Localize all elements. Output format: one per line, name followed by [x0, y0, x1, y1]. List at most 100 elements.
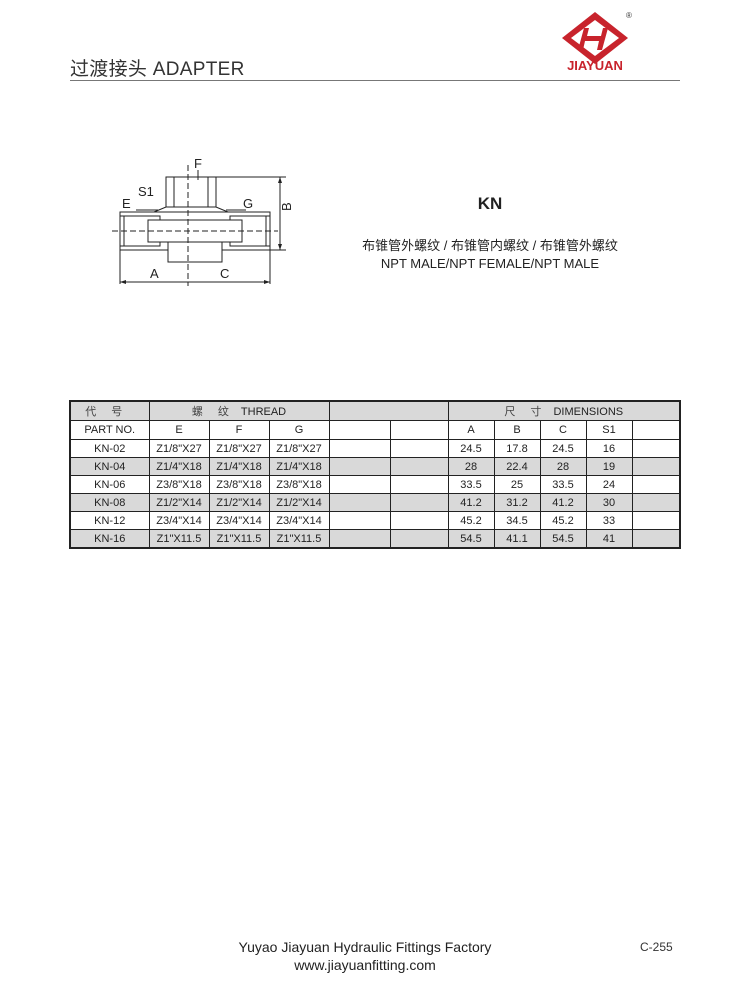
cell-blank [328, 529, 391, 549]
cell-blank [631, 439, 682, 458]
cell-g: Z1/2"X14 [268, 493, 330, 512]
cell-e: Z1/4"X18 [148, 457, 210, 476]
table-row: KN-12 Z3/4"X14 Z3/4"X14 Z3/4"X14 45.2 34… [69, 511, 682, 530]
cell-a: 33.5 [447, 475, 495, 494]
cell-b: 31.2 [493, 493, 541, 512]
page-title: 过渡接头 ADAPTER [70, 59, 245, 80]
cell-c: 41.2 [539, 493, 587, 512]
jiayuan-logo: ® [562, 11, 632, 64]
label-g: G [243, 196, 253, 211]
cell-e: Z1/8"X27 [148, 439, 210, 458]
label-s1: S1 [138, 184, 154, 199]
cell-e: Z1/2"X14 [148, 493, 210, 512]
cell-a: 45.2 [447, 511, 495, 530]
col-b: B [493, 420, 541, 440]
cell-a: 54.5 [447, 529, 495, 549]
cell-s1: 19 [585, 457, 633, 476]
header-code: 代 号 [69, 400, 150, 421]
footer-company: Yuyao Jiayuan Hydraulic Fittings Factory [238, 939, 492, 955]
cell-g: Z1/4"X18 [268, 457, 330, 476]
cell-f: Z3/4"X14 [208, 511, 270, 530]
table-row: KN-16 Z1"X11.5 Z1"X11.5 Z1"X11.5 54.5 41… [69, 529, 682, 549]
cell-e: Z3/8"X18 [148, 475, 210, 494]
cell-s1: 33 [585, 511, 633, 530]
cell-f: Z3/8"X18 [208, 475, 270, 494]
cell-s1: 16 [585, 439, 633, 458]
table-row: KN-06 Z3/8"X18 Z3/8"X18 Z3/8"X18 33.5 25… [69, 475, 682, 494]
cell-part: KN-08 [69, 493, 150, 512]
cell-c: 24.5 [539, 439, 587, 458]
cell-blank [631, 475, 682, 494]
cell-blank [389, 493, 449, 512]
registered-mark: ® [626, 11, 632, 20]
col-blank-3 [631, 420, 682, 440]
col-blank-2 [389, 420, 449, 440]
cell-blank [328, 475, 391, 494]
cell-blank [389, 511, 449, 530]
footer-website[interactable]: www.jiayuanfitting.com [294, 957, 436, 973]
cell-s1: 41 [585, 529, 633, 549]
label-b: B [279, 202, 294, 211]
table-column-header-row: PART NO. E F G A B C S1 [69, 420, 682, 440]
cell-blank [389, 475, 449, 494]
header-divider [70, 80, 680, 81]
label-f: F [194, 156, 202, 171]
table-row: KN-08 Z1/2"X14 Z1/2"X14 Z1/2"X14 41.2 31… [69, 493, 682, 512]
cell-part: KN-12 [69, 511, 150, 530]
cell-blank [328, 457, 391, 476]
cell-b: 34.5 [493, 511, 541, 530]
cell-b: 25 [493, 475, 541, 494]
cell-blank [631, 511, 682, 530]
product-description-cn: 布锥管外螺纹 / 布锥管内螺纹 / 布锥管外螺纹 [362, 238, 618, 253]
label-a: A [150, 266, 159, 281]
cell-a: 41.2 [447, 493, 495, 512]
cell-c: 45.2 [539, 511, 587, 530]
product-code: KN [477, 194, 503, 213]
label-c: C [220, 266, 229, 281]
cell-part: KN-06 [69, 475, 150, 494]
col-e: E [148, 420, 210, 440]
col-c: C [539, 420, 587, 440]
cell-a: 24.5 [447, 439, 495, 458]
cell-f: Z1/4"X18 [208, 457, 270, 476]
cell-f: Z1/8"X27 [208, 439, 270, 458]
table-row: KN-04 Z1/4"X18 Z1/4"X18 Z1/4"X18 28 22.4… [69, 457, 682, 476]
cell-g: Z1"X11.5 [268, 529, 330, 549]
cell-c: 28 [539, 457, 587, 476]
cell-part: KN-02 [69, 439, 150, 458]
cell-b: 41.1 [493, 529, 541, 549]
page-number: C-255 [640, 940, 673, 954]
cell-blank [389, 457, 449, 476]
col-f: F [208, 420, 270, 440]
col-part-no: PART NO. [69, 420, 150, 440]
cell-part: KN-04 [69, 457, 150, 476]
cell-e: Z3/4"X14 [148, 511, 210, 530]
cell-blank [389, 439, 449, 458]
cell-e: Z1"X11.5 [148, 529, 210, 549]
col-blank-1 [328, 420, 391, 440]
cell-f: Z1"X11.5 [208, 529, 270, 549]
cell-s1: 30 [585, 493, 633, 512]
cell-blank [328, 439, 391, 458]
cell-blank [328, 493, 391, 512]
cell-c: 54.5 [539, 529, 587, 549]
cell-b: 22.4 [493, 457, 541, 476]
cell-g: Z1/8"X27 [268, 439, 330, 458]
table-row: KN-02 Z1/8"X27 Z1/8"X27 Z1/8"X27 24.5 17… [69, 439, 682, 458]
cell-a: 28 [447, 457, 495, 476]
cell-blank [631, 493, 682, 512]
brand-name: JIAYUAN [567, 58, 623, 73]
fitting-drawing: F S1 E G B A C [112, 156, 294, 286]
cell-g: Z3/4"X14 [268, 511, 330, 530]
col-g: G [268, 420, 330, 440]
col-s1: S1 [585, 420, 633, 440]
cell-blank [631, 457, 682, 476]
cell-blank [389, 529, 449, 549]
cell-blank [328, 511, 391, 530]
cell-part: KN-16 [69, 529, 150, 549]
cell-blank [631, 529, 682, 549]
